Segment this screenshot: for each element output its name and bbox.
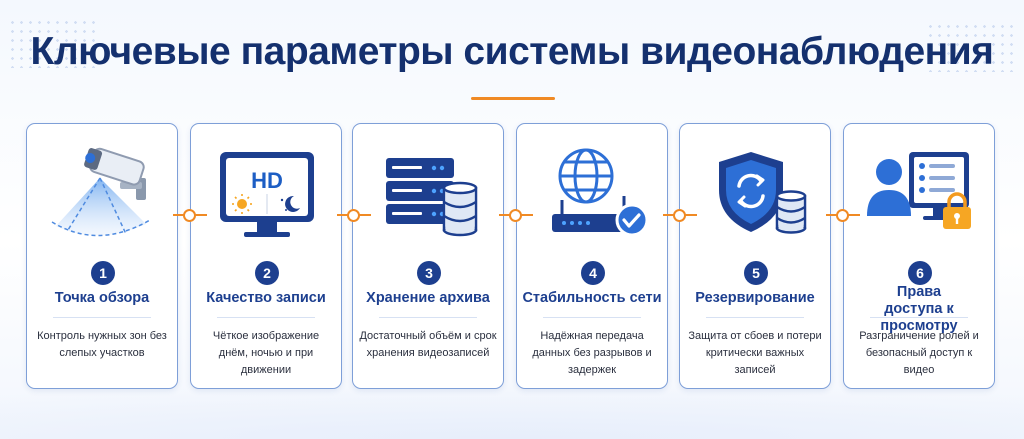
card-title: Точка обзора <box>54 290 150 306</box>
divider <box>543 317 641 318</box>
connector <box>499 208 533 222</box>
hd-monitor-icon: HD <box>191 138 343 248</box>
step-number: 2 <box>255 261 279 285</box>
card-description: Разграничение ролей и безопасный доступ … <box>859 330 979 376</box>
title-underline <box>471 97 555 100</box>
card-network-stability: 4 Стабильность сети Надёжная передача да… <box>516 123 668 389</box>
step-number: 6 <box>908 261 932 285</box>
network-router-icon <box>517 138 669 248</box>
step-number: 1 <box>91 261 115 285</box>
connector <box>826 208 860 222</box>
card-redundancy: 5 Резервирование Защита от сбоев и потер… <box>679 123 831 389</box>
card-description: Защита от сбоев и потери критически важн… <box>688 330 822 376</box>
page-title: Ключевые параметры системы видеонаблюден… <box>30 30 994 73</box>
divider <box>870 317 968 318</box>
card-title: Стабильность сети <box>522 290 662 306</box>
connector <box>663 208 697 222</box>
divider <box>217 317 315 318</box>
card-description: Достаточный объём и срок хранения видеоз… <box>359 330 497 359</box>
card-description: Чёткое изображение днём, ночью и при дви… <box>212 330 320 376</box>
card-title: Права доступа к просмотру <box>880 284 958 334</box>
card-archive-storage: 3 Хранение архива Достаточный объём и ср… <box>352 123 504 389</box>
card-title: Хранение архива <box>366 290 490 306</box>
decor-dots-right <box>926 22 1016 72</box>
card-recording-quality: HD 2 Качество записи Чёткое изображение … <box>190 123 342 389</box>
server-database-icon <box>353 138 505 248</box>
connector <box>173 208 207 222</box>
decor-wave <box>0 379 1024 439</box>
shield-backup-icon <box>680 138 832 248</box>
user-access-lock-icon <box>844 138 996 248</box>
card-viewpoint: 1 Точка обзора Контроль нужных зон без с… <box>26 123 178 389</box>
divider <box>706 317 804 318</box>
connector <box>337 208 371 222</box>
divider <box>53 317 151 318</box>
card-description: Надёжная передача данных без разрывов и … <box>532 330 652 376</box>
divider <box>379 317 477 318</box>
decor-dots-left <box>8 18 98 68</box>
step-number: 4 <box>581 261 605 285</box>
step-number: 3 <box>417 261 441 285</box>
step-number: 5 <box>744 261 768 285</box>
card-description: Контроль нужных зон без слепых участков <box>37 330 167 359</box>
card-title: Качество записи <box>206 290 326 306</box>
hd-label: HD <box>251 168 283 193</box>
card-title: Резервирование <box>695 290 815 306</box>
card-access-rights: 6 Права доступа к просмотру Разграничени… <box>843 123 995 389</box>
cctv-camera-icon <box>27 138 179 248</box>
